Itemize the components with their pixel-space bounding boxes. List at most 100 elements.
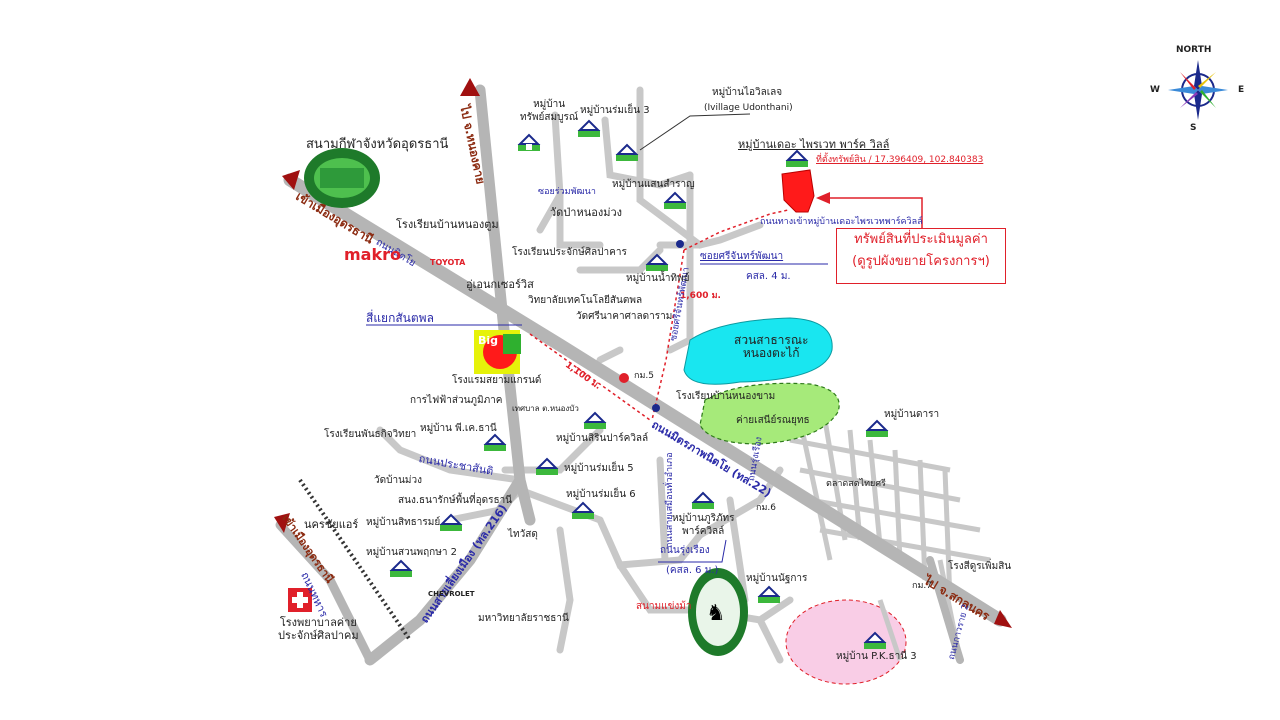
makro-logo: makro [344, 245, 401, 264]
callout-line2: (ดูรูปผังขยายโครงการฯ) [852, 254, 990, 269]
residential-grid [789, 419, 991, 661]
direction-arrows [274, 78, 1012, 628]
toyota-logo: TOYOTA [430, 258, 466, 267]
property-coords: ที่ตั้งทรัพย์สิน / 17.396409, 102.840383 [816, 155, 984, 165]
village-dara-label: หมู่บ้านดารา [884, 409, 940, 420]
route-1100 [529, 333, 651, 421]
nakhonchai-label: นครชัยแอร์ [304, 518, 359, 531]
hotel-label: โรงแรมสยามแกรนด์ [452, 375, 542, 386]
school-nongtoom-label: โรงเรียนบ้านหนองตูม [396, 218, 499, 231]
house-icon [583, 411, 607, 429]
school-prajak-label: โรงเรียนประจักษ์ศิลปาคาร [512, 247, 627, 258]
km7-label: กม.7 [912, 581, 932, 591]
railway [298, 478, 412, 642]
village-namthip-label: หมู่บ้านน้ำทิพย์ [626, 273, 690, 284]
main-roads [275, 84, 1007, 666]
house-icon [517, 133, 541, 151]
kls6-arrow [658, 539, 727, 563]
property-village-label: หมู่บ้านเดอะ ไพรเวท พาร์ค วิลล์ [738, 138, 890, 151]
school-phun-label: โรงเรียนพันธกิจวิทยา [324, 429, 417, 440]
chevrolet-logo: CHEVROLET [428, 590, 475, 598]
big-c-logo [474, 330, 521, 374]
hospital-icon [288, 588, 312, 612]
hospital-label: โรงพยาบาลค่าย ประจักษ์ศิลปาคม [278, 616, 359, 642]
racecourse-icon: ♞ [688, 568, 748, 656]
road-rungrueang: ถนนรุ่งเรือง [660, 545, 710, 556]
house-icon [691, 491, 715, 509]
dot-markers [619, 240, 684, 412]
house-icon [615, 143, 639, 161]
callout-connector [830, 197, 923, 228]
village-pk-label: หมู่บ้าน พี.เค.ธานี [420, 423, 497, 434]
house-icon [785, 149, 809, 167]
compass-west: W [1150, 85, 1160, 95]
compass-rose: NORTH S E W [1150, 44, 1245, 133]
house-icon [571, 501, 595, 519]
village-pk3-label: หมู่บ้าน P.K.ธานี 3 [836, 651, 917, 662]
village-sap-label: หมู่บ้าน ทรัพย์สมบูรณ์ [520, 99, 579, 123]
village-ivillage-label: หมู่บ้านไอวิลเลจ [712, 87, 783, 98]
distance-1600: 1,600 ม. [680, 291, 721, 301]
house-icon [577, 119, 601, 137]
compass-south: S [1190, 123, 1197, 133]
tessaban-label: เทศบาล ต.หนองบัว [512, 404, 579, 413]
intersection-label: สี่แยกสันตพล [366, 311, 434, 325]
park-label: สวนสาธารณะ หนองตะไก้ [734, 333, 809, 360]
road-kls4: คสล. 4 ม. [746, 271, 791, 282]
road-srichan: ซอยศรีจันทร์พัฒนา [700, 251, 784, 262]
compass-east: E [1238, 85, 1245, 95]
property-access-road: ถนนทางเข้าหมู่บ้านเดอะไพรเวทพาร์ควิลล์ [760, 217, 923, 227]
house-icon [865, 419, 889, 437]
house-icon [439, 513, 463, 531]
village-rom5-label: หมู่บ้านร่มเย็น 5 [564, 463, 634, 474]
property-plot [781, 169, 815, 213]
university-label: มหาวิทยาลัยราชธานี [478, 613, 569, 624]
secondary-roads [376, 86, 794, 664]
wat-srinakhon-label: วัดศรีนาคาศาลดาราม [576, 311, 673, 322]
compass-north: NORTH [1176, 45, 1212, 55]
pea-label: การไฟฟ้าส่วนภูมิภาค [410, 395, 503, 406]
callout-line1: ทรัพย์สินที่ประเมินมูลค่า [854, 232, 988, 247]
property-callout: ทรัพย์สินที่ประเมินมูลค่า (ดูรูปผังขยายโ… [836, 228, 1006, 284]
school-nongkham-label: โรงเรียนบ้านหนองขาม [676, 391, 776, 402]
village-nakarn-label: หมู่บ้านนัฐการ [746, 573, 808, 584]
park-area [683, 317, 833, 385]
village-saensamran-label: หมู่บ้านแสนสำราญ [612, 179, 695, 190]
village-sirin-label: หมู่บ้านสิรินปาร์ควิลล์ [556, 433, 649, 444]
camp-label: ค่ายเสนีย์รณยุทธ [736, 415, 810, 426]
house-icon [483, 433, 507, 451]
pink-zone [785, 599, 907, 685]
big-c-label: Big [478, 334, 499, 347]
wat-nongmuang-label: วัดป่าหนองม่วง [550, 206, 623, 219]
km6-label: กม.6 [756, 503, 776, 513]
property-access [683, 209, 789, 251]
stadium-icon [304, 148, 380, 208]
house-icon [645, 253, 669, 271]
wat-banmuang-label: วัดบ้านม่วง [374, 475, 422, 486]
property-pointer [816, 192, 830, 204]
thaiwatsadu-label: ไทวัสดุ [508, 529, 538, 540]
road-soi-ruam: ซอยร่วมพัฒนา [538, 187, 596, 197]
stadium-label: สนามกีฬาจังหวัดอุดรธานี [306, 137, 449, 152]
village-rom3-label: หมู่บ้านร่มเย็น 3 [580, 105, 650, 116]
house-icon [663, 191, 687, 209]
compass-star-icon [1168, 60, 1228, 120]
house-icon [535, 457, 559, 475]
tech-college-label: วิทยาลัยเทคโนโลยีสันตพล [528, 295, 643, 306]
route-1600 [651, 249, 685, 421]
camp-area [699, 382, 840, 445]
house-icon [863, 631, 887, 649]
house-icon [389, 559, 413, 577]
village-ivillage-en-label: (Ivillage Udonthani) [704, 103, 793, 113]
km5-label: กม.5 [634, 371, 654, 381]
house-icon [757, 585, 781, 603]
village-puri-label: หมู่บ้านภูริภัทร พาร์ควิลล์ [672, 513, 735, 537]
garage-label: อู่เอนกเซอร์วิส [466, 278, 534, 291]
village-sitharom-label: หมู่บ้านสิทธารมย์ [366, 517, 441, 528]
village-rom6-label: หมู่บ้านร่มเย็น 6 [566, 489, 636, 500]
factory-label: โรงสีดูรเพิ่มสิน [948, 561, 1012, 572]
treasury-label: สนง.ธนารักษ์พื้นที่อุดรธานี [398, 495, 513, 506]
svg-text:♞: ♞ [706, 601, 726, 626]
road-kls6: (คสล. 6 ม.) [666, 565, 719, 576]
